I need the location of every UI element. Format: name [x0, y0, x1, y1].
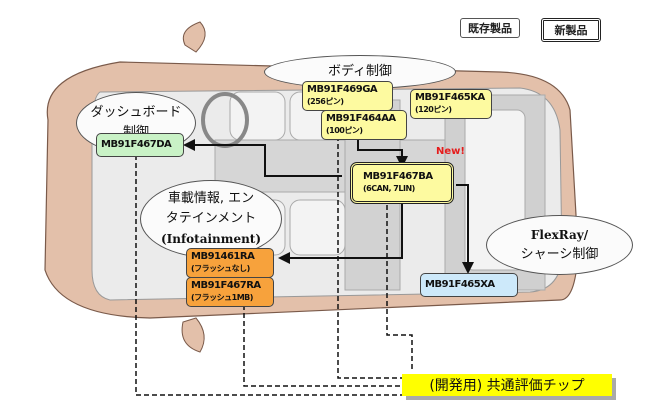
chip-mb91f467da: MB91F467DA — [96, 133, 184, 157]
chip-mb91f464aa: MB91F464AA (100ピン) — [321, 110, 407, 140]
bubble-infotainment: 車載情報, エン タテインメント (Infotainment) — [140, 180, 282, 258]
chip-mb91f467ra: MB91F467RA (フラッシュ1MB) — [186, 277, 274, 307]
chip-pins: (6CAN, 7LIN) — [363, 184, 415, 193]
chip-pins: (120ピン) — [415, 105, 452, 114]
chip-pins: (100ピン) — [326, 126, 363, 135]
left-mirror — [182, 21, 206, 53]
legend-existing-products: 既存製品 — [460, 18, 520, 38]
eval-connections — [135, 120, 413, 396]
chip-mb91f465xa: MB91F465XA — [420, 273, 518, 297]
right-mirror — [181, 317, 205, 353]
chip-flash: (フラッシュなし) — [191, 264, 250, 273]
chip-mb91461ra: MB91461RA (フラッシュなし) — [186, 248, 274, 278]
chip-name: MB91F467BA — [363, 171, 433, 182]
chip-name: MB91F464AA — [326, 113, 396, 124]
bubble-label: 車載情報, エン — [167, 191, 255, 206]
chip-name: MB91F469GA — [307, 84, 378, 95]
chip-name: MB91F467RA — [191, 280, 261, 291]
bubble-label: シャーシ制御 — [520, 247, 599, 262]
bubble-label: ダッシュボード — [90, 105, 182, 120]
bubble-label: (Infotainment) — [160, 232, 262, 246]
common-evaluation-chip: (開発用) 共通評価チップ — [402, 374, 612, 396]
chip-name: MB91F465XA — [425, 279, 495, 290]
bubble-label: ボディ制御 — [327, 64, 393, 79]
chip-name: MB91461RA — [191, 251, 255, 262]
chip-flash: (フラッシュ1MB) — [191, 293, 253, 302]
legend-new-products: 新製品 — [541, 18, 601, 42]
bubble-label: FlexRay/ — [530, 228, 589, 242]
chip-mb91f465ka: MB91F465KA (120ピン) — [410, 89, 492, 119]
bubble-flexray-chassis: FlexRay/ シャーシ制御 — [486, 215, 633, 275]
bubble-label: タテインメント — [165, 211, 257, 226]
chip-mb91f469ga: MB91F469GA (256ピン) — [302, 81, 393, 111]
chip-mb91f467ba: MB91F467BA (6CAN, 7LIN) — [350, 162, 454, 204]
chip-name: MB91F467DA — [101, 139, 172, 150]
new-badge: New! — [436, 146, 465, 157]
chip-name: MB91F465KA — [415, 92, 485, 103]
chip-pins: (256ピン) — [307, 97, 344, 106]
